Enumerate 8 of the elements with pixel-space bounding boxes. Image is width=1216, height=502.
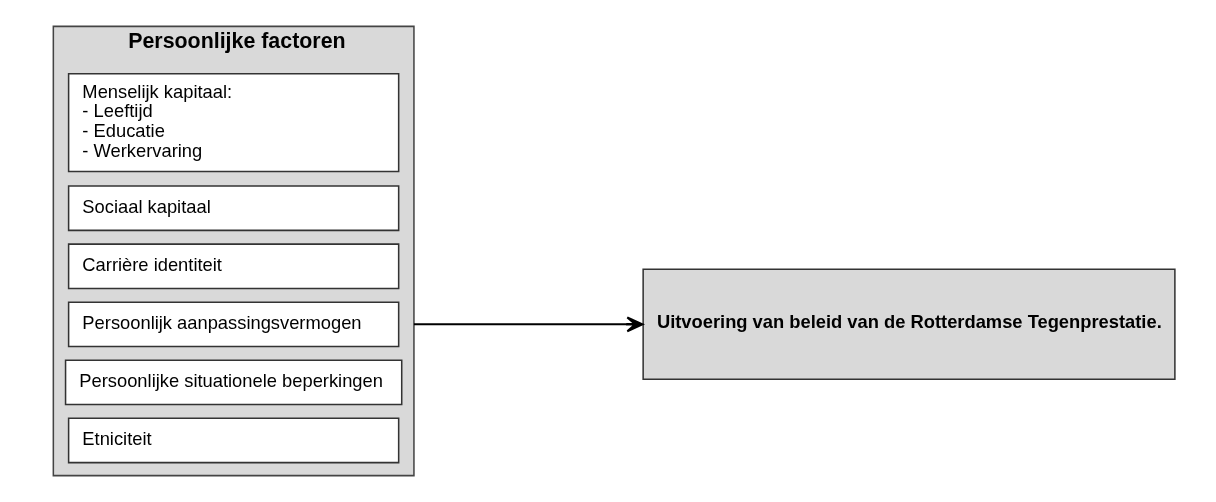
node-box: Etniciteit xyxy=(67,417,400,464)
node-box: Sociaal kapitaal xyxy=(67,185,400,232)
node-box: Carrière identiteit xyxy=(67,243,400,290)
node-box: Uitvoering van beleid van de Rotterdamse Tegenprestatie. xyxy=(642,268,1176,381)
node-box: Menselijk kapitaal: - Leeftijd - Educatie - Werkervaring xyxy=(67,73,400,173)
node-box: Persoonlijke situationele beperkingen xyxy=(64,359,403,406)
node-box: Persoonlijk aanpassingsvermogen xyxy=(67,301,400,348)
arrow xyxy=(412,316,644,333)
